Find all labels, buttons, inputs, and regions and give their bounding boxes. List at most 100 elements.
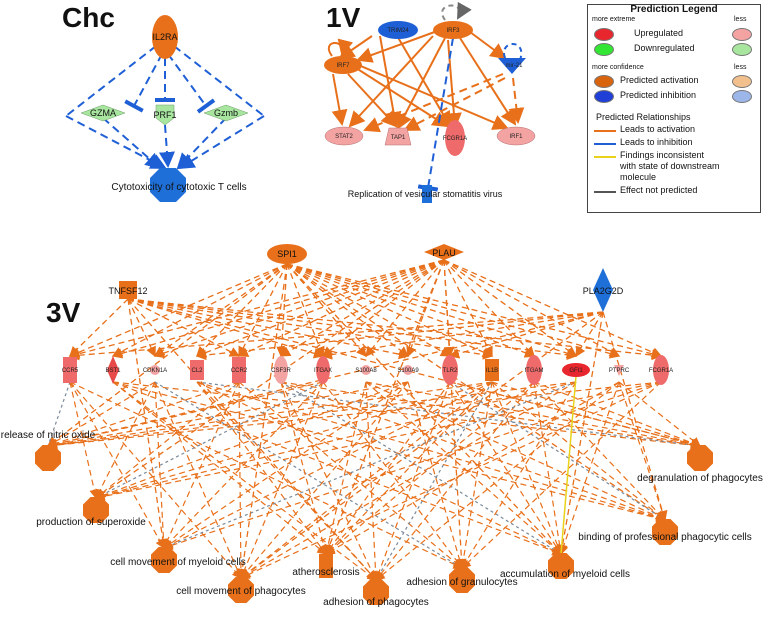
chc-node-prf1[interactable]: PRF1 (153, 104, 177, 126)
line-inhibition (594, 143, 616, 145)
v1-node-irf7[interactable]: IRF7 (324, 56, 362, 74)
v3-node-gfi1[interactable]: GFI1 (562, 363, 590, 377)
edge-regulator-molecule (127, 298, 410, 360)
edge-molecule-function (196, 381, 563, 555)
node-label: ITGAX (314, 368, 332, 374)
function-shape (548, 553, 574, 579)
legend-downregulated: Downregulated (634, 43, 695, 53)
v3-node-il1b[interactable]: IL1B (485, 359, 499, 381)
v3-node-itgam[interactable]: ITGAM (525, 355, 544, 385)
v1-node-stat2[interactable]: STAT2 (324, 126, 364, 146)
node-label: IRF3 (446, 28, 460, 34)
line-activation (594, 130, 616, 132)
function-label: accumulation of myeloid cells (500, 569, 630, 580)
v3-node-cl2[interactable]: CL2 (190, 360, 204, 380)
legend-predicted-inhibition: Predicted inhibition (620, 90, 697, 100)
v3-molecules: CCR5 BST1 CDKN1A CL2 CCR2 CSF3R ITGAX S100A8 S10… (62, 355, 673, 385)
v3-function-release_no[interactable]: release of nitric oxide (1, 430, 96, 471)
node-label: PTPRC (609, 368, 630, 374)
chc-node-gzma[interactable]: GZMA (80, 104, 126, 122)
function-label: Replication of vesicular stomatitis viru… (348, 189, 503, 199)
v1-node-mir21[interactable]: mir-21 (498, 58, 526, 74)
legend-title: Prediction Legend (630, 4, 718, 15)
panel-label-chc: Chc (62, 2, 115, 33)
chc-node-il2ra[interactable]: IL2RA (152, 15, 178, 59)
v3-function-binding[interactable]: binding of professional phagocytic cells (578, 519, 752, 545)
edge-molecule-function (163, 381, 577, 549)
edge-molecule-function (94, 381, 662, 502)
v1-node-trim24[interactable]: TRIM24 (378, 21, 418, 39)
v3-node-ptprc[interactable]: PTPRC (609, 365, 630, 376)
function-label: binding of professional phagocytic cells (578, 532, 751, 543)
edge-molecule-function (196, 381, 377, 581)
node-label: PLAU (432, 248, 456, 258)
node-shape (274, 356, 288, 384)
irf7-self-loop (328, 38, 354, 57)
v3-node-s100a9[interactable]: S100A9 (397, 365, 419, 375)
edge-regulator-molecule (196, 263, 288, 357)
v3-node-ccr5[interactable]: CCR5 (62, 357, 79, 383)
node-shape (150, 365, 160, 375)
edge-regulator-molecule (443, 259, 578, 357)
legend-more-confidence: more confidence (592, 64, 644, 71)
edge-molecule-function (239, 381, 324, 580)
v3-function-superoxide[interactable]: production of superoxide (36, 497, 146, 528)
edge-molecule-function (95, 381, 240, 499)
v3-function-movement_myeloid[interactable]: cell movement of myeloid cells (110, 547, 246, 573)
v3-node-tlr2[interactable]: TLR2 (442, 355, 458, 385)
node-label: TNFSF12 (108, 286, 147, 296)
edge-regulator-molecule (127, 298, 578, 361)
line-not-predicted (594, 191, 616, 193)
legend-findings-1: Findings inconsistent (620, 150, 705, 160)
v3-node-tnfsf12[interactable]: TNFSF12 (108, 281, 148, 299)
v3-function-degranulation[interactable]: degranulation of phagocytes (637, 445, 763, 484)
edge-molecule-function (236, 381, 246, 580)
edge-regulator-molecule (286, 263, 494, 358)
v3-node-spi1[interactable]: SPI1 (267, 244, 307, 264)
v3-node-fcgr1a[interactable]: FCGR1A (649, 355, 673, 385)
v1-node-fcgr1a[interactable]: FCGR1A (443, 120, 467, 156)
function-label: cell movement of myeloid cells (110, 557, 246, 568)
edge-molecule-function (280, 381, 329, 556)
v1-node-irf3[interactable]: IRF3 (433, 21, 473, 39)
chc-node-cytotoxicity[interactable]: Cytotoxicity of cytotoxic T cells (111, 168, 247, 202)
v3-node-pla2g2d[interactable]: PLA2G2D (583, 268, 624, 312)
node-label: CCR2 (231, 368, 248, 374)
v3-function-accumulation[interactable]: accumulation of myeloid cells (500, 553, 630, 580)
v3-node-plau[interactable]: PLAU (424, 244, 464, 260)
edge-regulator-function (443, 259, 467, 570)
v3-functions: release of nitric oxide degranulation of … (1, 430, 763, 608)
edge-molecule-function (163, 381, 240, 550)
panel-label-3v: 3V (46, 297, 81, 328)
v3-node-csf3r[interactable]: CSF3R (271, 356, 292, 384)
edge-regulator-molecule (443, 259, 621, 357)
v3-function-adhesion_gran[interactable]: adhesion of granulocytes (406, 567, 518, 593)
v1-node-irf1[interactable]: IRF1 (496, 126, 536, 146)
v3-function-adhesion_phago[interactable]: adhesion of phagocytes (323, 579, 429, 608)
legend-predicted-activation: Predicted activation (620, 75, 699, 85)
function-label: adhesion of granulocytes (406, 577, 517, 588)
node-shape (614, 365, 624, 376)
function-shape (652, 519, 678, 545)
edge-molecule-function (449, 381, 666, 521)
v3-node-itgax[interactable]: ITGAX (314, 356, 332, 384)
node-label: BST1 (105, 368, 121, 374)
v1-node-replication[interactable]: Replication of vesicular stomatitis viru… (348, 185, 503, 203)
edge-molecule-function (449, 381, 562, 556)
v3-function-atherosclerosis[interactable]: atherosclerosis (292, 554, 360, 578)
function-shape (228, 577, 254, 603)
v3-node-s100a8[interactable]: S100A8 (355, 365, 377, 375)
v3-node-cdkn1a[interactable]: CDKN1A (143, 365, 167, 375)
node-shape (232, 357, 246, 383)
v3-node-ccr2[interactable]: CCR2 (231, 357, 248, 383)
edge-regulator-molecule (127, 298, 325, 359)
v3-edges (46, 259, 702, 582)
edge-molecule-function (322, 381, 463, 569)
v3-node-bst1[interactable]: BST1 (105, 356, 121, 384)
v1-node-tap1[interactable]: TAP1 (384, 127, 412, 146)
edge-molecule-function (46, 381, 324, 449)
v3-function-movement_phago[interactable]: cell movement of phagocytes (176, 577, 306, 603)
edge-molecule-function (280, 381, 377, 582)
chc-node-gzmb[interactable]: Gzmb (203, 104, 249, 122)
edge-molecule-function (196, 381, 667, 523)
